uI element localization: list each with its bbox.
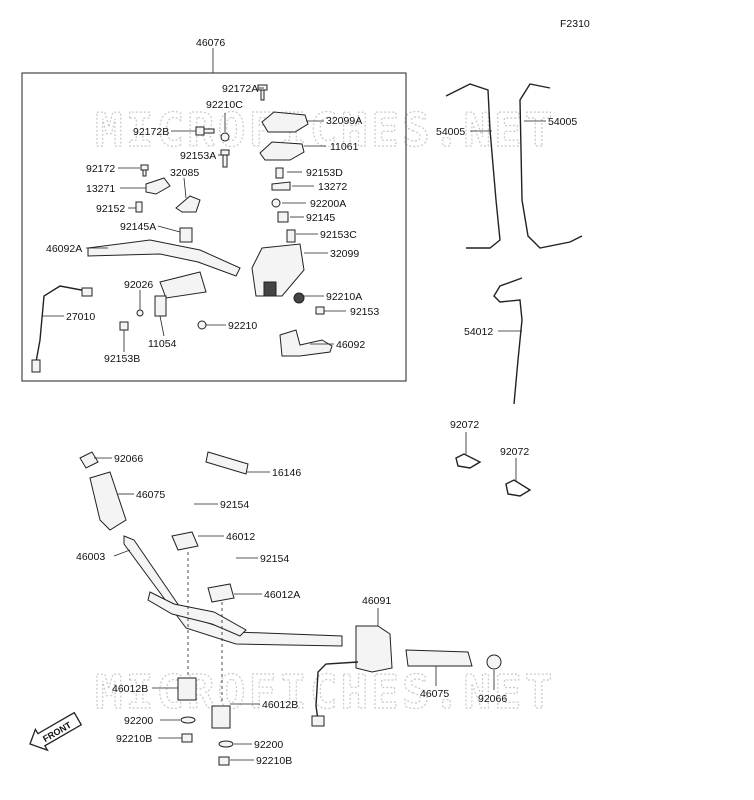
label-32085: 32085	[170, 167, 199, 179]
label-92172: 92172	[86, 163, 115, 175]
label-92145: 92145	[306, 212, 335, 224]
leader-lines	[42, 87, 546, 761]
label-92152: 92152	[96, 203, 125, 215]
label-92153D: 92153D	[306, 167, 343, 179]
label-13272: 13272	[318, 181, 347, 193]
label-46092A: 46092A	[46, 243, 82, 255]
label-32099A: 32099A	[326, 115, 362, 127]
label-13271: 13271	[86, 183, 115, 195]
watermark-top: MICROFICHES.NET	[95, 103, 555, 157]
label-92200A: 92200A	[310, 198, 346, 210]
label-54005-left: 54005	[436, 126, 465, 138]
label-46091: 46091	[362, 595, 391, 607]
label-46092: 46092	[336, 339, 365, 351]
label-92210: 92210	[228, 320, 257, 332]
label-46012A: 46012A	[264, 589, 300, 601]
label-92200-left: 92200	[124, 715, 153, 727]
label-92153A: 92153A	[180, 150, 216, 162]
label-92200-right: 92200	[254, 739, 283, 751]
label-92153C: 92153C	[320, 229, 357, 241]
label-16146: 16146	[272, 467, 301, 479]
label-92145A: 92145A	[120, 221, 156, 233]
label-92210C: 92210C	[206, 99, 243, 111]
label-92066-right: 92066	[478, 693, 507, 705]
label-54012: 54012	[464, 326, 493, 338]
label-92210B-left: 92210B	[116, 733, 152, 745]
part-shapes-handlebar	[79, 451, 502, 766]
label-92172B: 92172B	[133, 126, 169, 138]
label-92172A: 92172A	[222, 83, 258, 95]
label-46003: 46003	[76, 551, 105, 563]
part-shapes-assembly	[31, 84, 333, 373]
label-92072-left: 92072	[450, 419, 479, 431]
label-92066-left: 92066	[114, 453, 143, 465]
label-92154-bottom: 92154	[260, 553, 289, 565]
label-54005-right: 54005	[548, 116, 577, 128]
label-92153: 92153	[350, 306, 379, 318]
label-46076: 46076	[196, 37, 225, 49]
assembly-frame	[21, 72, 407, 382]
label-11061: 11061	[330, 141, 359, 153]
label-27010: 27010	[66, 311, 95, 323]
label-92210B-right: 92210B	[256, 755, 292, 767]
label-46075-left: 46075	[136, 489, 165, 501]
label-46075-right: 46075	[420, 688, 449, 700]
label-46012B-right: 46012B	[262, 699, 298, 711]
label-92154-top: 92154	[220, 499, 249, 511]
part-labels: 46076 92172A 92210C 32099A 92172B 11061 …	[46, 37, 577, 767]
figure-code: F2310	[560, 18, 590, 30]
label-92153B: 92153B	[104, 353, 140, 365]
label-46012B-left: 46012B	[112, 683, 148, 695]
front-arrow: FRONT	[29, 711, 83, 752]
watermark-bottom: MICROFICHES.NET	[95, 665, 555, 719]
label-92210A: 92210A	[326, 291, 362, 303]
label-92072-right: 92072	[500, 446, 529, 458]
part-shapes-cables	[445, 83, 583, 497]
label-46012: 46012	[226, 531, 255, 543]
label-92026: 92026	[124, 279, 153, 291]
label-32099: 32099	[330, 248, 359, 260]
label-11054: 11054	[148, 338, 177, 350]
